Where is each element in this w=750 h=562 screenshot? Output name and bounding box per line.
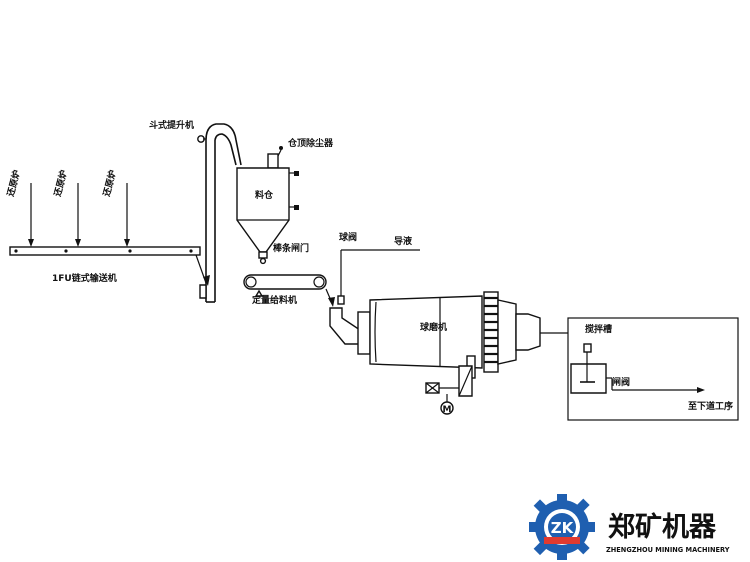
logo-mark: ZK (551, 519, 575, 537)
furnace-feed-lines (28, 183, 130, 247)
next-process-label: 至下道工序 (688, 400, 733, 412)
dust-collector-label: 仓顶除尘器 (287, 137, 334, 149)
gate-valve-label: 闸阀 (612, 376, 630, 388)
ball-valve-label: 球阀 (339, 231, 357, 243)
chain-conveyor-label: 1FU链式输送机 (52, 272, 117, 284)
weigh-feeder-label: 定量给料机 (251, 294, 297, 306)
weigh-feeder (243, 274, 327, 297)
logo-name-en: ZHENGZHOU MINING MACHINERY (606, 546, 730, 554)
stir-tank-area (540, 317, 739, 421)
bucket-elevator (197, 123, 242, 303)
silo (236, 146, 299, 265)
bucket-elevator-label: 斗式提升机 (149, 119, 194, 131)
ball-mill (357, 291, 541, 415)
chain-conveyor (9, 246, 210, 286)
ball-mill-label: 球磨机 (420, 321, 447, 333)
gear-logo-icon: ZK (529, 494, 595, 560)
furnace-1-label: 还原炉 (4, 169, 23, 199)
feed-gate-label: 棒条闸门 (273, 242, 309, 254)
furnace-2-label: 还原炉 (51, 169, 70, 199)
company-logo: ZK 郑矿机器 ZHENGZHOU MINING MACHINERY (529, 494, 730, 560)
logo-name-cn: 郑矿机器 (608, 511, 717, 543)
water-in-label: 导液 (394, 235, 413, 247)
stir-tank-label: 搅拌槽 (585, 323, 612, 335)
silo-label: 料仓 (255, 189, 274, 201)
water-line (337, 249, 420, 305)
furnace-3-label: 还原炉 (100, 169, 119, 199)
motor-label: M (443, 405, 452, 415)
